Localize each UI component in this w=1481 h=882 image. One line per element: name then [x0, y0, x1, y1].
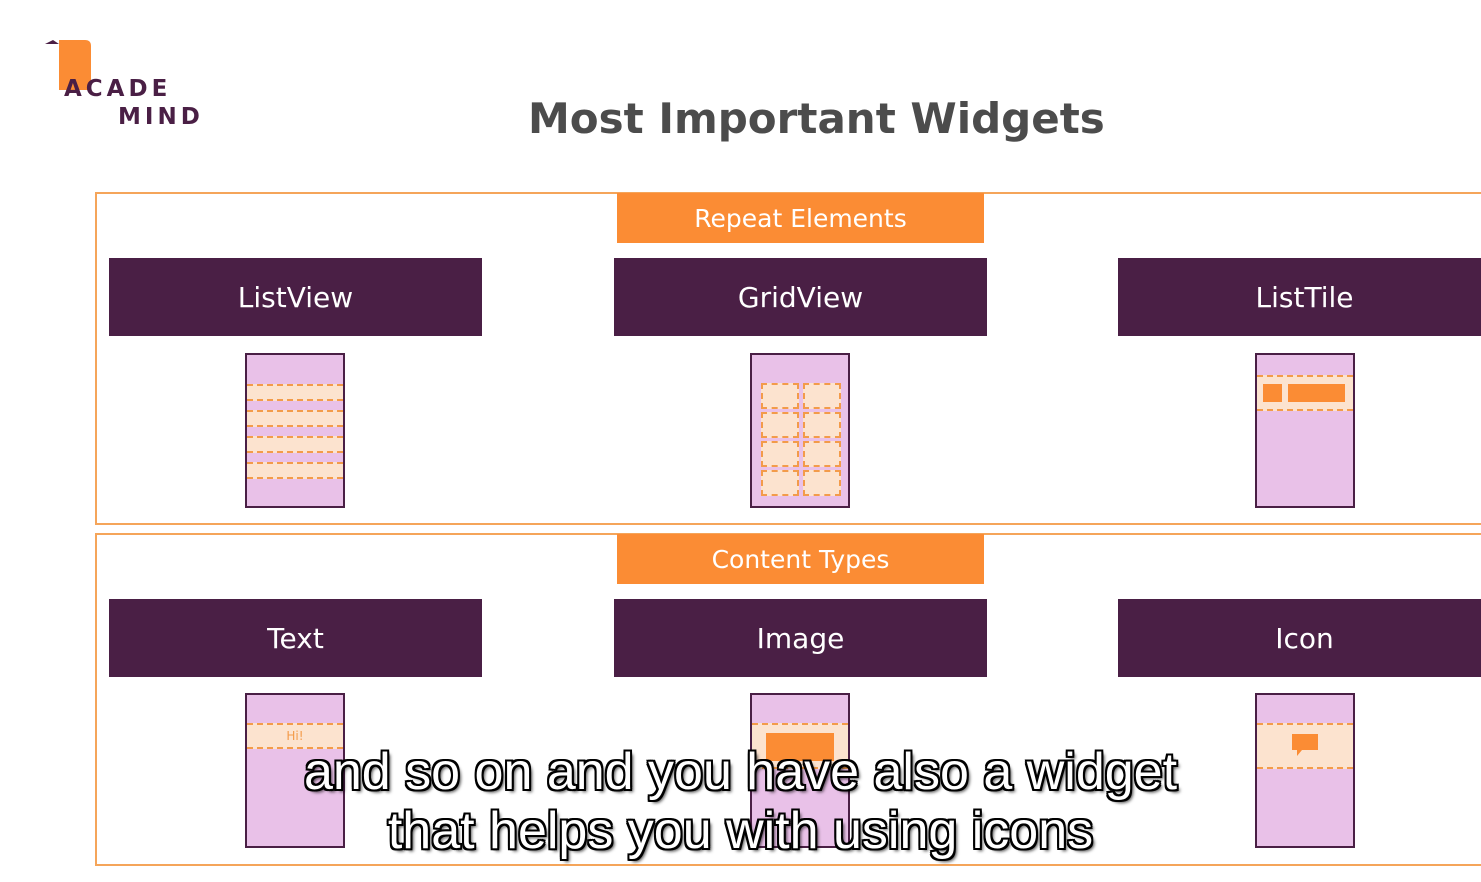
widget-label-icon: Icon: [1118, 599, 1481, 677]
section-header-repeat-elements: Repeat Elements: [617, 193, 984, 243]
image-placeholder-block: [766, 733, 834, 761]
gridview-illustration: [750, 353, 850, 508]
grid-cell: [761, 470, 799, 496]
sample-text: Hi!: [286, 729, 304, 743]
list-row: [247, 462, 343, 479]
logo-text-line2: MIND: [118, 104, 204, 130]
grid-cell: [803, 470, 841, 496]
section-header-content-types: Content Types: [617, 534, 984, 584]
listtile-illustration: [1255, 353, 1355, 508]
widget-label-image: Image: [614, 599, 987, 677]
grid-cell: [761, 383, 799, 409]
list-row: [247, 436, 343, 453]
chat-bubble-icon: [1292, 734, 1318, 756]
grid-cell: [761, 441, 799, 467]
list-row: [247, 410, 343, 427]
widget-label-listview: ListView: [109, 258, 482, 336]
grid-cell: [803, 383, 841, 409]
image-band: [752, 723, 848, 769]
image-illustration: [750, 693, 850, 848]
listview-illustration: [245, 353, 345, 508]
list-row: [247, 384, 343, 401]
tile-leading-block: [1263, 384, 1282, 402]
grid-cell: [761, 412, 799, 438]
grid-cell: [803, 441, 841, 467]
logo-text-line1: ACADE: [64, 76, 172, 102]
page-title: Most Important Widgets: [528, 94, 1105, 143]
text-band: Hi!: [247, 723, 343, 749]
subtitle-line2: that helps you with using icons: [387, 802, 1094, 860]
text-illustration: Hi!: [245, 693, 345, 848]
icon-band: [1257, 723, 1353, 769]
icon-illustration: [1255, 693, 1355, 848]
widget-label-listtile: ListTile: [1118, 258, 1481, 336]
grid-cell: [803, 412, 841, 438]
widget-label-text: Text: [109, 599, 482, 677]
list-tile-band: [1257, 375, 1353, 411]
logo-flag-icon: [45, 40, 91, 90]
subtitle-line1: and so on and you have also a widget: [303, 743, 1178, 801]
widget-label-gridview: GridView: [614, 258, 987, 336]
tile-title-block: [1288, 384, 1345, 402]
